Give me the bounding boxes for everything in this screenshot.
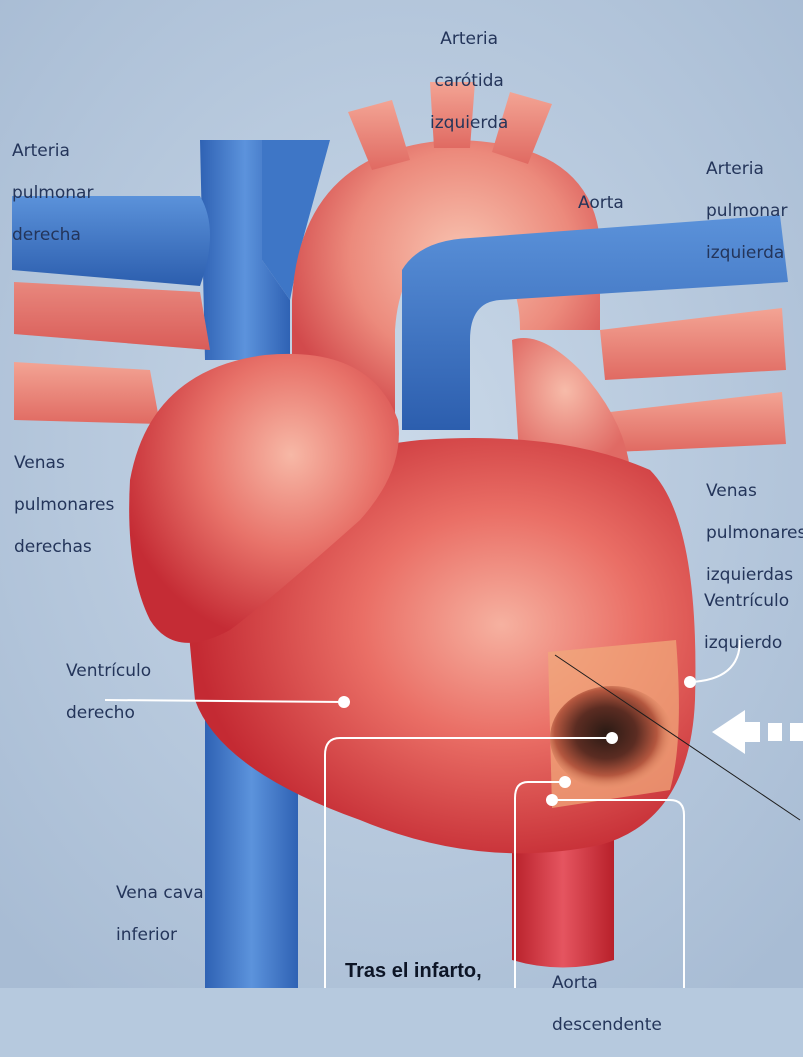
label-arteria-pulmonar-izquierda: Arteria pulmonar izquierda bbox=[706, 138, 787, 285]
left-pulmonary-vein-2 bbox=[610, 392, 786, 452]
label-vena-cava-inferior: Vena cava inferior bbox=[116, 862, 204, 967]
left-pulmonary-vein-1 bbox=[600, 308, 786, 380]
right-pulmonary-vein-2 bbox=[14, 362, 160, 424]
label-ventriculo-izquierdo: Ventrículo izquierdo bbox=[704, 570, 789, 675]
label-ventriculo-derecho: Ventrículo derecho bbox=[66, 640, 151, 745]
brachiocephalic-branch bbox=[348, 100, 410, 170]
heart-diagram bbox=[0, 0, 803, 988]
label-aorta: Aorta bbox=[578, 172, 624, 235]
label-arteria-pulmonar-derecha: Arteria pulmonar derecha bbox=[12, 120, 93, 267]
label-aorta-descendente: Aorta descendente bbox=[552, 952, 662, 1057]
label-venas-pulmonares-derechas: Venas pulmonares derechas bbox=[14, 432, 114, 579]
label-arteria-carotida-izquierda: Arteria carótida izquierda bbox=[430, 8, 508, 155]
arrow-left-icon bbox=[712, 710, 803, 754]
caption-text: Tras el infarto, bbox=[345, 960, 482, 983]
